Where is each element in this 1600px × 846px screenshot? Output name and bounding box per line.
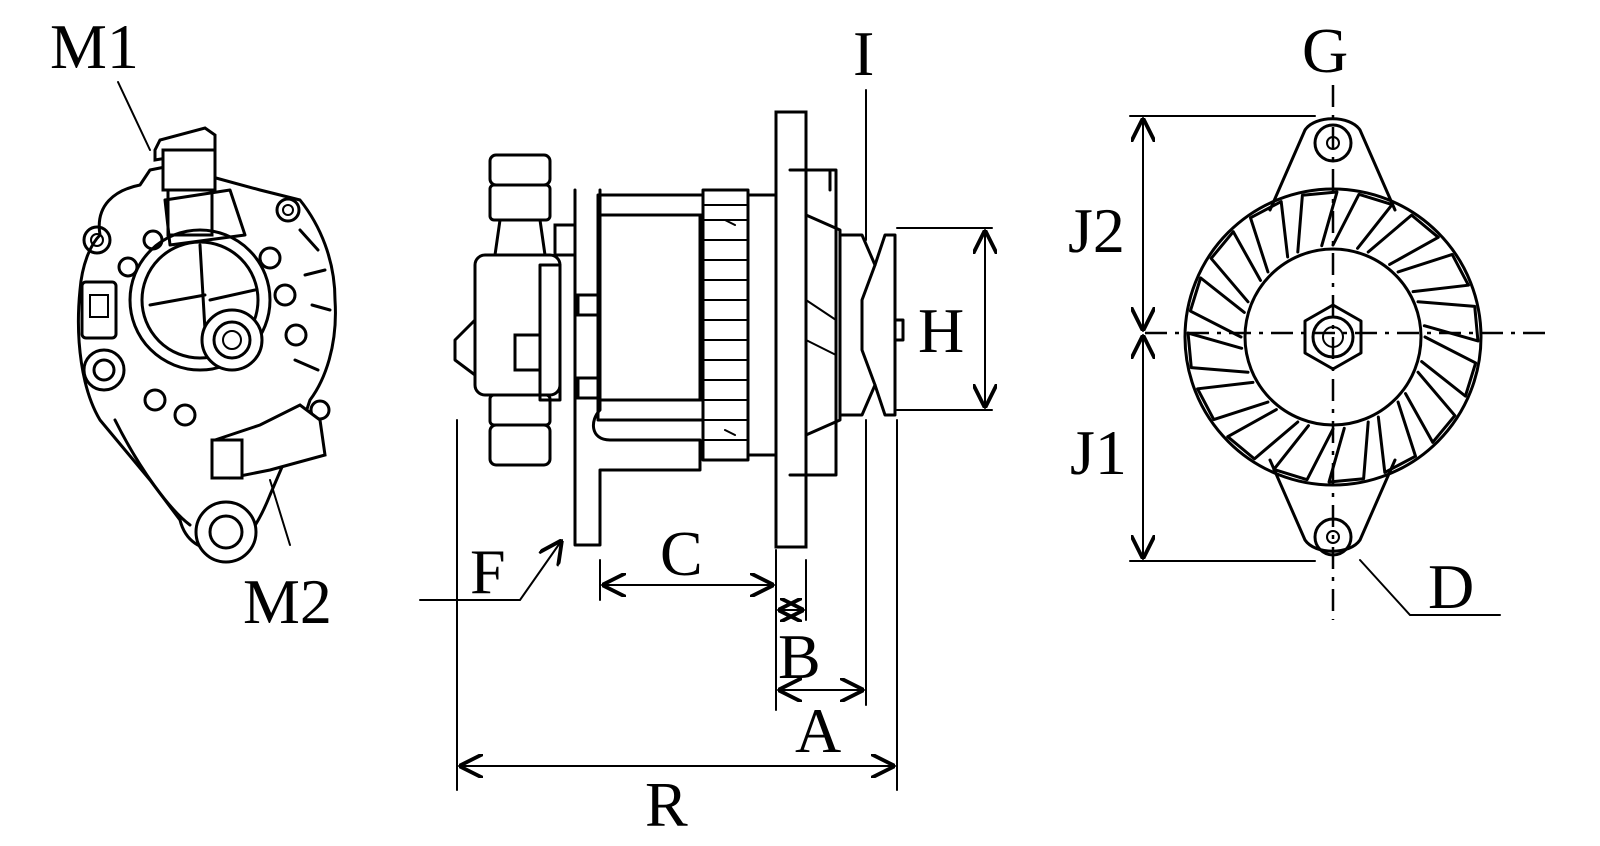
fan-blade (1376, 400, 1418, 474)
m1-leader (117, 81, 151, 151)
fan-blade (1186, 331, 1250, 374)
fan-blade (1209, 230, 1262, 304)
fan-blade (1416, 300, 1480, 343)
label-j2: J2 (1068, 195, 1125, 266)
rear-view (76, 81, 337, 564)
label-h: H (918, 295, 964, 366)
label-r: R (645, 769, 688, 840)
fan-blade (1396, 252, 1470, 294)
label-g: G (1302, 15, 1348, 86)
fan-blade (1327, 420, 1370, 484)
fan-blade (1226, 408, 1300, 461)
label-j1: J1 (1070, 417, 1127, 488)
label-c: C (660, 518, 703, 589)
label-b: B (778, 621, 821, 692)
label-d: D (1428, 551, 1474, 622)
fan-blade (1331, 192, 1394, 250)
label-i: I (853, 18, 874, 89)
fan-blade (1248, 200, 1290, 274)
fan-blades (1186, 190, 1480, 484)
side-view (419, 89, 992, 791)
label-f: F (470, 536, 506, 607)
fan-blade (1296, 190, 1339, 254)
label-m1: M1 (50, 11, 139, 82)
fan-blade (1272, 424, 1335, 482)
fan-blade (1404, 370, 1457, 444)
fan-blade (1420, 335, 1478, 398)
fan-blade (1366, 213, 1440, 266)
front-view (1129, 85, 1545, 620)
fan-blade (1188, 276, 1246, 339)
fan-blade (1196, 380, 1270, 422)
m2-leader (269, 479, 291, 546)
label-m2: M2 (243, 566, 332, 637)
label-a: A (795, 695, 841, 766)
